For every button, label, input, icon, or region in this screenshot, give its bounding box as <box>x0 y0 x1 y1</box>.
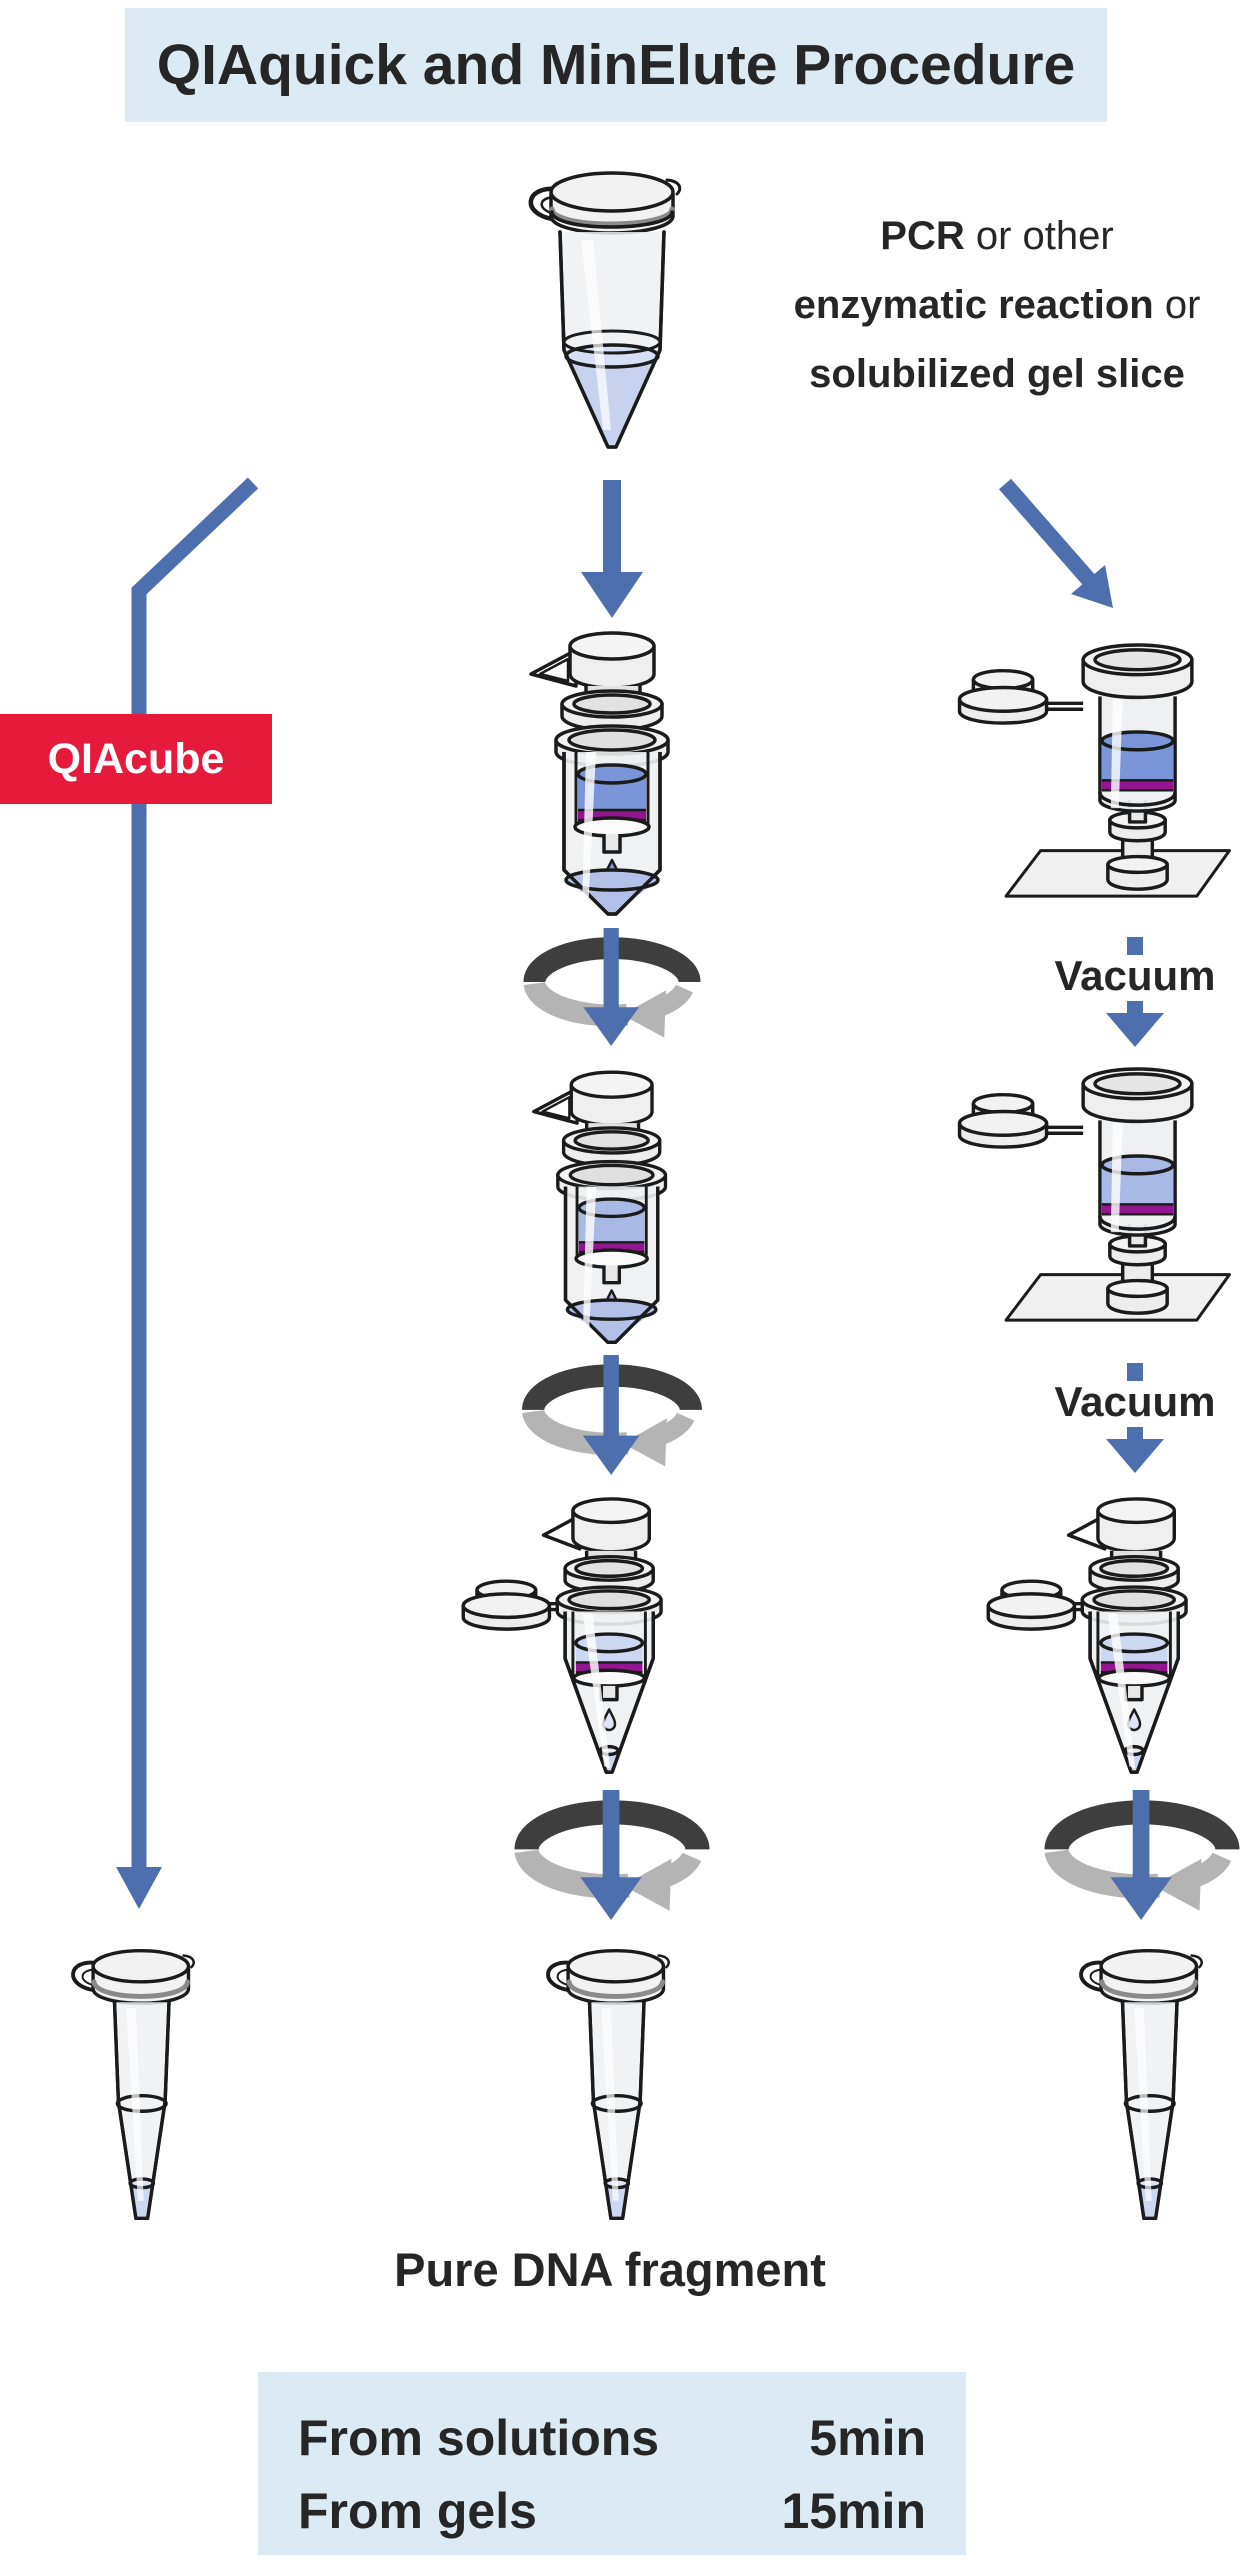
time-row-value: 15min <box>781 2483 926 2539</box>
flow-arrow-down-icon <box>577 480 647 620</box>
input-line-1: PCR or other <box>880 214 1114 258</box>
vacuum-manifold-bind-illustration <box>945 642 1245 904</box>
result-label: Pure DNA fragment <box>394 2243 826 2296</box>
vacuum-step-label-2: Vacuum <box>1054 1378 1216 1425</box>
vacuum-step-label-1: Vacuum <box>1054 952 1216 999</box>
vacuum-manifold-wash-illustration <box>945 1066 1245 1328</box>
input-line-3: solubilized gel slice <box>809 352 1185 396</box>
spin-column-bind-illustration <box>528 612 678 922</box>
input-line-2: enzymatic reaction or <box>793 283 1201 327</box>
qiacube-flow-arrow-icon <box>116 477 259 1909</box>
time-row-label: From solutions <box>298 2410 660 2466</box>
flow-arrow-diagonal-icon <box>998 478 1113 608</box>
spin-column-wash-illustration <box>528 1052 678 1350</box>
title-banner: QIAquick and MinElute Procedure <box>125 8 1107 122</box>
time-row-value: 5min <box>809 2410 926 2466</box>
centrifuge-spin-icon <box>502 1790 722 1920</box>
eluate-tube-illustration <box>533 1938 683 2230</box>
eluate-tube-illustration <box>1066 1938 1216 2230</box>
sample-tube-illustration <box>511 160 691 460</box>
time-summary-box: From solutions 5min From gels 15min <box>258 2372 966 2555</box>
centrifuge-spin-icon <box>1032 1790 1252 1920</box>
centrifuge-spin-icon <box>502 928 722 1046</box>
page-title: QIAquick and MinElute Procedure <box>156 33 1076 97</box>
qiacube-tag: QIAcube <box>0 714 272 804</box>
time-row-label: From gels <box>298 2483 537 2539</box>
qiacube-label: QIAcube <box>47 734 225 783</box>
centrifuge-spin-icon <box>502 1355 722 1475</box>
input-material-label: PCR or other enzymatic reaction or solub… <box>762 202 1232 409</box>
elution-column-illustration <box>428 1494 663 1778</box>
time-row-gels: From gels 15min <box>298 2475 926 2548</box>
eluate-tube-illustration <box>58 1938 208 2230</box>
time-row-solutions: From solutions 5min <box>298 2402 926 2475</box>
elution-column-illustration <box>953 1494 1188 1778</box>
